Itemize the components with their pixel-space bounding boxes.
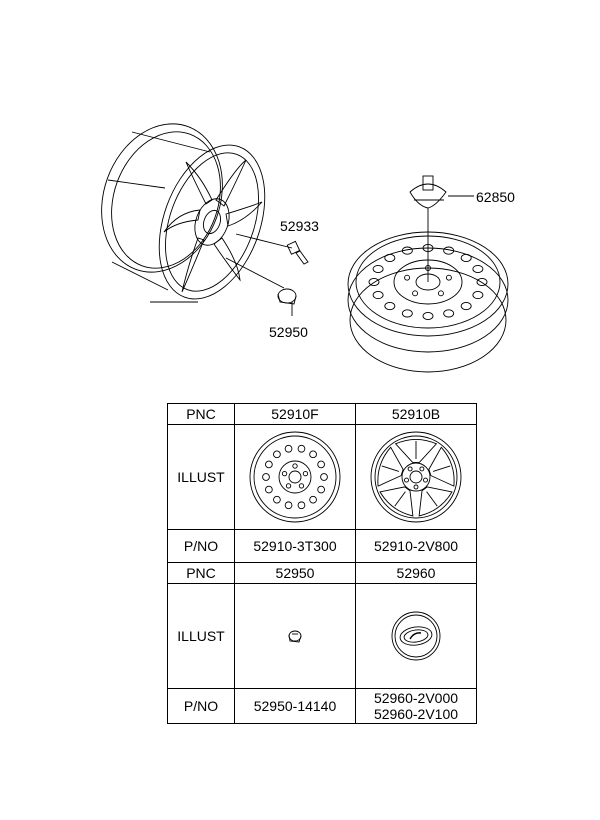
steel-wheel-icon <box>249 431 341 523</box>
alloy-wheel-drawing <box>101 123 266 303</box>
table-row: P/NO 52950-14140 52960-2V000 52960-2V100 <box>167 688 477 724</box>
pnc-label: PNC <box>167 562 235 584</box>
spare-wheel-holes <box>368 243 488 321</box>
alloy-wheel-icon <box>370 431 462 523</box>
illust-cell <box>234 583 356 689</box>
pno-value: 52910-3T300 <box>234 529 356 563</box>
pno-label: P/NO <box>167 529 235 563</box>
steel-spare-wheel-drawing <box>347 231 509 373</box>
pno-value: 52910-2V800 <box>355 529 477 563</box>
illust-label: ILLUST <box>167 583 235 689</box>
table-row: PNC 52910F 52910B <box>167 403 477 425</box>
pnc-value: 52950 <box>234 562 356 584</box>
table-row: PNC 52950 52960 <box>167 562 477 584</box>
pnc-value: 52960 <box>355 562 477 584</box>
pno-label: P/NO <box>167 688 235 724</box>
spare-bracket-drawing <box>409 175 447 209</box>
pnc-value: 52910F <box>234 403 356 425</box>
pno-value: 52960-2V000 <box>373 690 459 706</box>
pnc-value: 52910B <box>355 403 477 425</box>
callout-52933: 52933 <box>280 218 319 234</box>
table-row: ILLUST <box>167 424 477 530</box>
lug-nut-icon <box>288 630 302 643</box>
lug-nut-drawing <box>277 288 297 305</box>
table-row: ILLUST <box>167 583 477 689</box>
leader-lines <box>225 195 474 316</box>
illust-cell <box>355 424 477 530</box>
callout-62850: 62850 <box>476 189 515 205</box>
illust-cell <box>355 583 477 689</box>
illust-cell <box>234 424 356 530</box>
pno-value: 52950-14140 <box>234 688 356 724</box>
pnc-label: PNC <box>167 403 235 425</box>
pno-value: 52960-2V100 <box>373 706 459 722</box>
parts-table: PNC 52910F 52910B ILLUST <box>167 403 477 724</box>
bolt-drawing <box>286 240 309 265</box>
table-row: P/NO 52910-3T300 52910-2V800 <box>167 529 477 563</box>
exploded-wheel-diagram: 52933 52950 62850 <box>101 123 515 373</box>
illust-label: ILLUST <box>167 424 235 530</box>
callout-52950: 52950 <box>269 324 308 340</box>
hub-cap-logo-icon <box>391 611 441 661</box>
pno-value-multi: 52960-2V000 52960-2V100 <box>355 688 477 724</box>
